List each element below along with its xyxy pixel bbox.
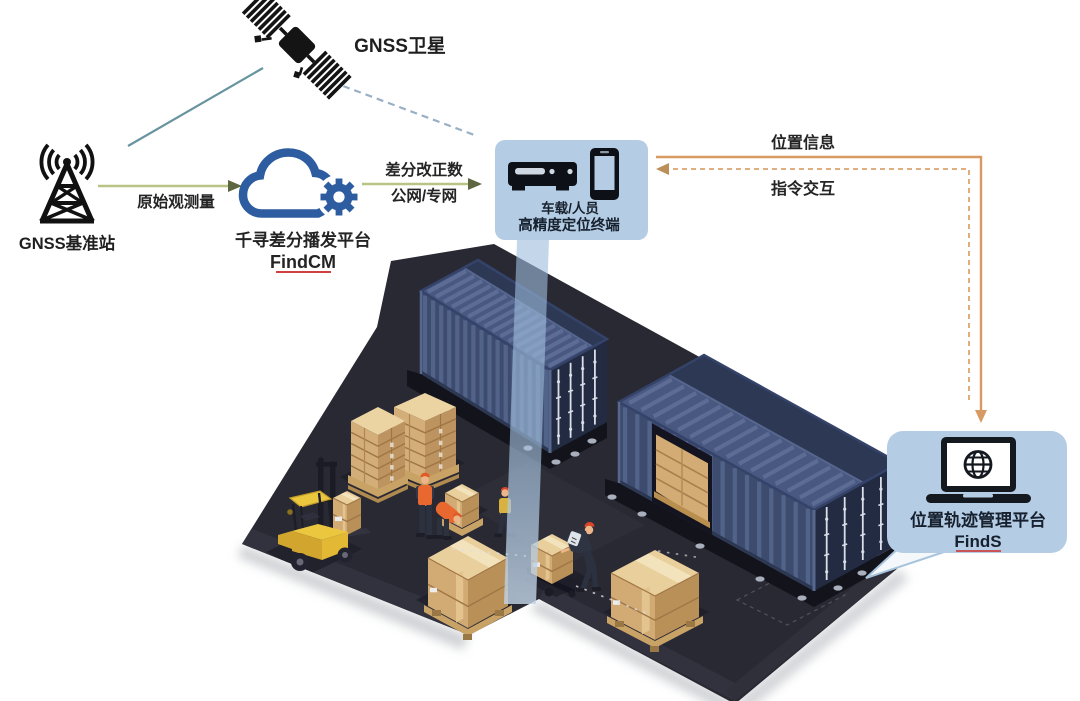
svg-text:千寻差分播发平台: 千寻差分播发平台 bbox=[235, 230, 371, 250]
svg-text:车载/人员: 车载/人员 bbox=[541, 200, 599, 216]
svg-text:FindCM: FindCM bbox=[270, 252, 336, 272]
svg-text:FindS: FindS bbox=[954, 532, 1001, 551]
svg-text:原始观测量: 原始观测量 bbox=[137, 192, 215, 211]
svg-text:公网/专网: 公网/专网 bbox=[391, 186, 457, 205]
svg-text:指令交互: 指令交互 bbox=[771, 179, 835, 198]
svg-text:GNSS基准站: GNSS基准站 bbox=[19, 233, 116, 253]
svg-text:位置轨迹管理平台: 位置轨迹管理平台 bbox=[910, 510, 1046, 530]
svg-text:差分改正数: 差分改正数 bbox=[385, 160, 463, 179]
svg-text:高精度定位终端: 高精度定位终端 bbox=[518, 216, 620, 234]
svg-text:GNSS卫星: GNSS卫星 bbox=[354, 35, 446, 57]
svg-text:位置信息: 位置信息 bbox=[771, 133, 835, 152]
